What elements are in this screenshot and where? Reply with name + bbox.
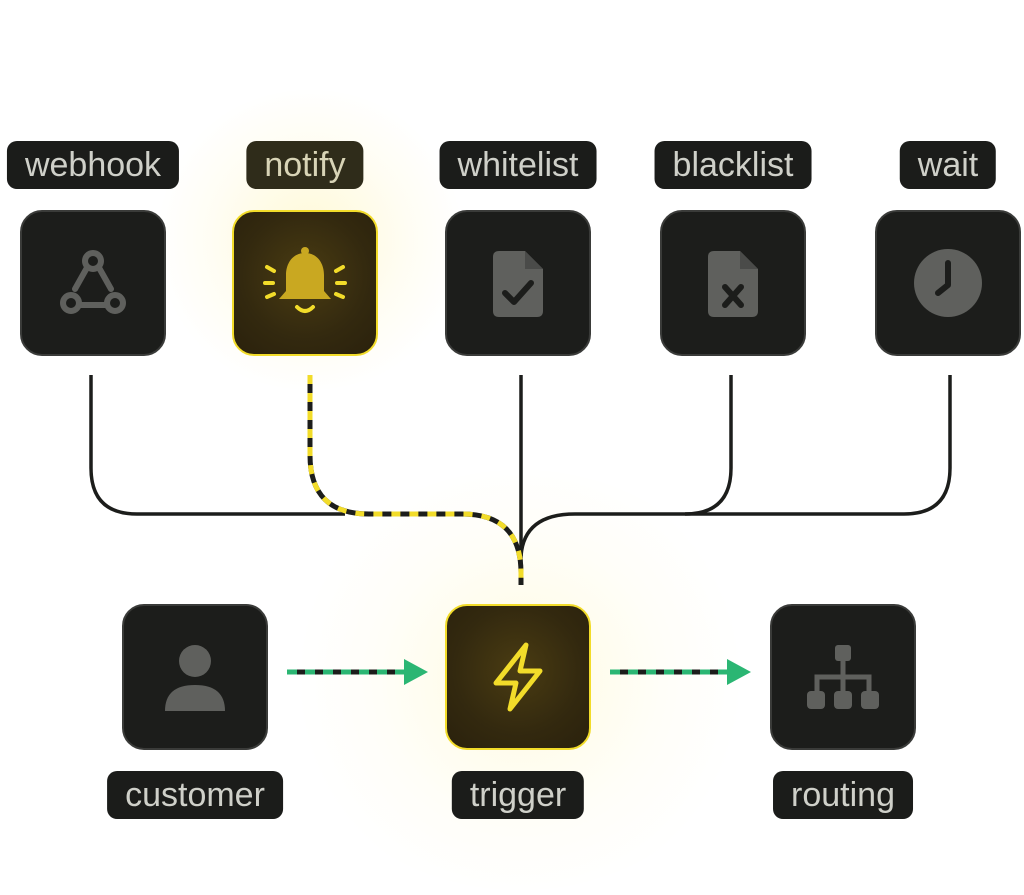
label-wait: wait	[899, 141, 997, 189]
node-notify[interactable]	[232, 210, 378, 356]
label-trigger: trigger	[451, 771, 585, 819]
wire-wait	[685, 375, 952, 516]
label-blacklist: blacklist	[654, 141, 812, 189]
label-webhook: webhook	[6, 141, 180, 189]
node-customer[interactable]	[122, 604, 268, 750]
node-routing[interactable]	[770, 604, 916, 750]
file-check-icon	[493, 251, 543, 317]
webhook-icon	[60, 250, 126, 314]
node-trigger[interactable]	[445, 604, 591, 750]
file-x-icon	[708, 251, 758, 317]
lightning-icon	[493, 642, 543, 712]
label-whitelist: whitelist	[439, 141, 597, 189]
sitemap-icon	[807, 645, 879, 709]
user-icon	[165, 645, 225, 711]
label-customer: customer	[107, 771, 283, 819]
node-blacklist[interactable]	[660, 210, 806, 356]
label-routing: routing	[773, 771, 913, 819]
wire-notify-dashes	[307, 375, 524, 585]
node-whitelist[interactable]	[445, 210, 591, 356]
wire-notify-base	[307, 375, 524, 585]
arrowhead-customer-trigger	[404, 659, 428, 685]
node-wait[interactable]	[875, 210, 1021, 356]
wire-blacklist	[519, 375, 733, 557]
arrowhead-trigger-routing	[727, 659, 751, 685]
wire-webhook	[89, 375, 345, 516]
bell-icon	[263, 247, 347, 313]
label-notify: notify	[246, 141, 364, 189]
clock-icon	[914, 249, 982, 317]
node-webhook[interactable]	[20, 210, 166, 356]
